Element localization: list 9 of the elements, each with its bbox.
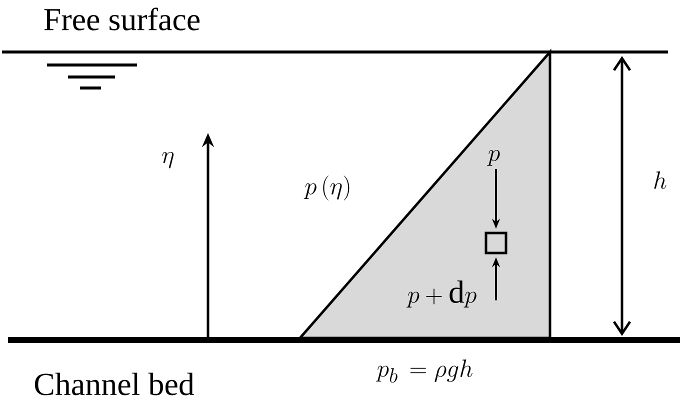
channel-bed-label: Channel bed (34, 372, 194, 396)
bed-pressure-label: $p_b\, = \rho g h$ (376, 359, 472, 383)
coordinate-label: $\eta$ (162, 152, 174, 168)
pressure-label: $p\,(\eta)$ (304, 176, 350, 200)
symbol-label: $p$ (487, 150, 500, 166)
fluid-element (484, 232, 508, 254)
depth-label: $h$ (654, 171, 666, 189)
symbol-label: $p + \mathrm{d}p$ (406, 280, 476, 308)
water-surface-label: Free surface (44, 8, 200, 30)
